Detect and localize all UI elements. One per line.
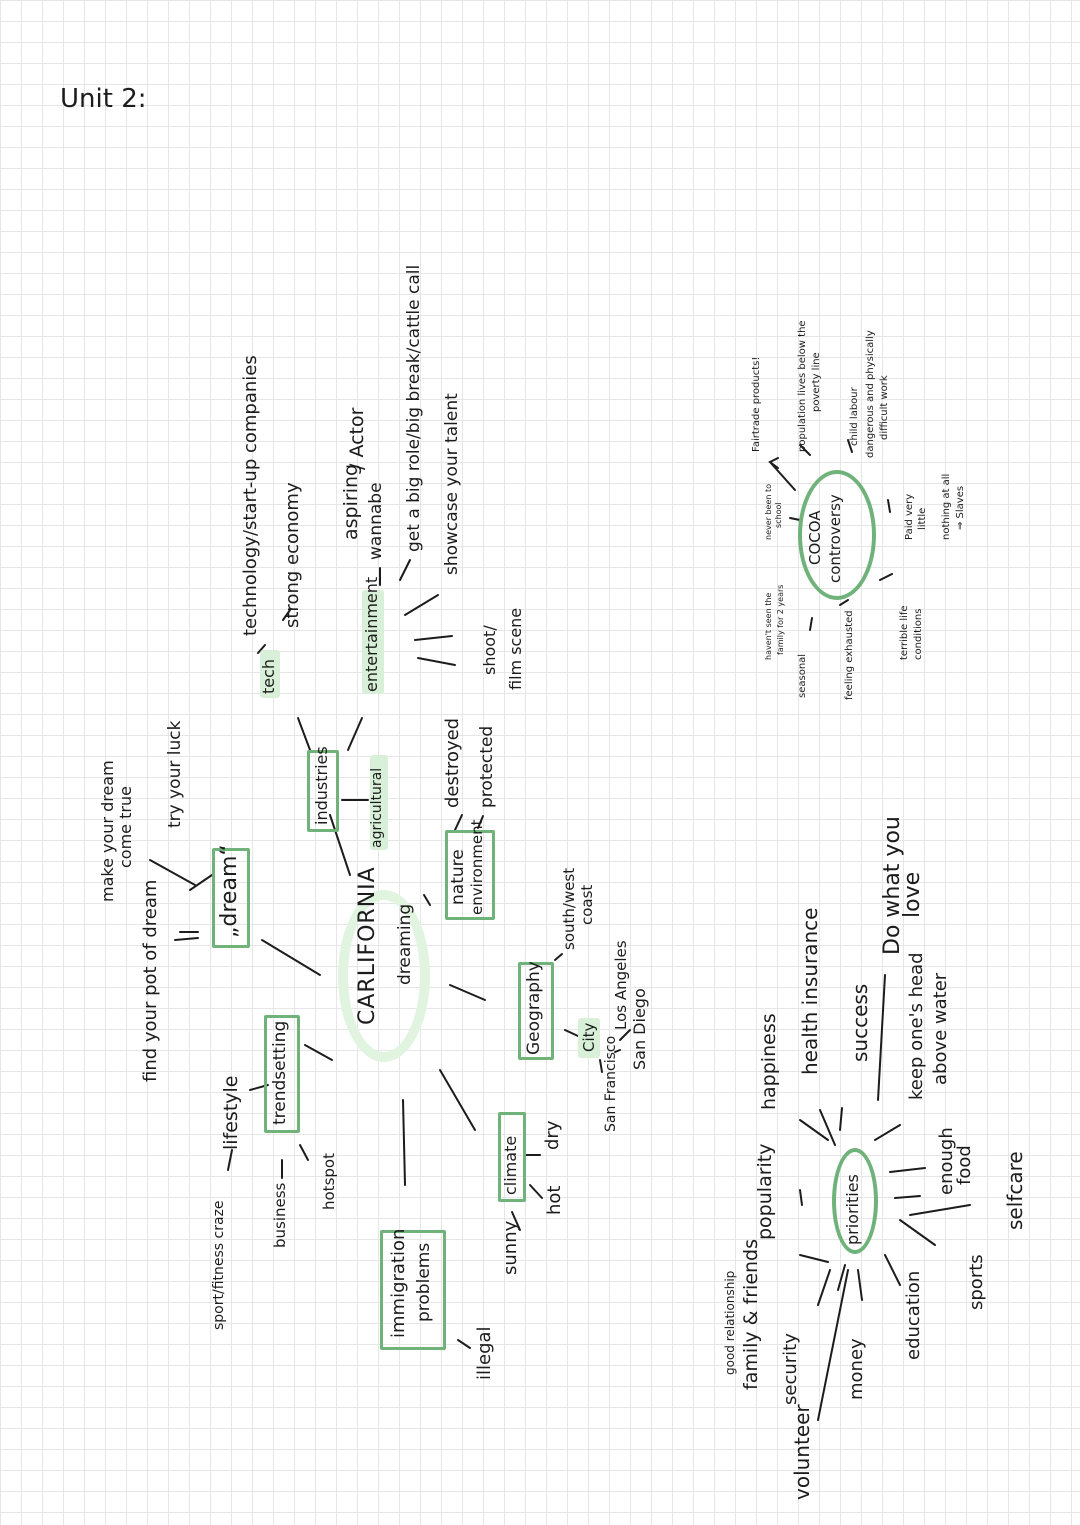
cocoa-item: poverty line [811, 352, 822, 412]
cocoa-item: population lives below the [797, 320, 808, 452]
dream-label: „dream“ [217, 844, 242, 938]
tech-label: tech [259, 658, 278, 694]
immigration-box [380, 1230, 446, 1350]
cocoa-item: dangerous and physically [865, 330, 876, 458]
priorities-item: good relationship [723, 1270, 737, 1375]
agricultural-label: agricultural [369, 767, 385, 848]
entertainment-item: showcase your talent [442, 393, 462, 575]
entertainment-item: wannabe [366, 482, 386, 560]
priorities-item: love [900, 871, 925, 918]
cocoa-item: Fairtrade products! [751, 356, 762, 452]
geography-coast: south/west [560, 867, 578, 950]
priorities-item: above water [930, 972, 951, 1085]
cocoa-item: conditions [913, 608, 924, 660]
city-label: City [580, 1022, 598, 1052]
cocoa-item: ⇒ Slaves [955, 485, 966, 530]
nature-label: environment [468, 819, 486, 915]
cocoa-item: family for 2 years [776, 584, 785, 655]
tech-item: strong economy [282, 482, 303, 628]
agricultural-highlight [370, 755, 388, 850]
tech-item: technology/start-up companies [240, 355, 261, 636]
priorities-item: health insurance [798, 907, 822, 1075]
entertainment-item: / Actor [346, 407, 368, 470]
cocoa-item: never been to [764, 483, 773, 540]
page-title: Unit 2: [60, 84, 147, 114]
nature-label: nature [448, 849, 468, 905]
entertainment-highlight [362, 590, 384, 694]
entertainment-item: film scene [506, 607, 525, 690]
cocoa-item: seasonal [797, 653, 808, 698]
immigration-label: immigration [388, 1228, 409, 1338]
geography-label: Geography [524, 961, 544, 1055]
cocoa-item: Paid very [904, 493, 915, 540]
cocoa-item: haven't seen the [764, 592, 773, 660]
cocoa-item: nothing at all [941, 473, 952, 540]
industries-box [307, 750, 339, 832]
priorities-item: education [903, 1270, 924, 1360]
geography-item: Los Angeles [612, 940, 630, 1030]
nature-item: protected [477, 725, 497, 808]
climate-box [498, 1112, 526, 1202]
immigration-item: illegal [474, 1326, 495, 1380]
geography-coast: coast [578, 884, 596, 925]
cocoa-center-oval [798, 470, 876, 600]
tech-highlight [260, 650, 280, 698]
city-highlight [578, 1018, 600, 1058]
entertainment-item: get a big role/big break/cattle call [404, 264, 424, 552]
cocoa-item: difficult work [879, 375, 890, 440]
trendsetting-box [264, 1015, 300, 1133]
cocoa-center: COCOA [806, 510, 824, 565]
priorities-item: family & friends [740, 1238, 762, 1390]
priorities-item: volunteer [790, 1404, 814, 1500]
climate-item: hot [544, 1185, 565, 1215]
priorities-item: food [954, 1145, 975, 1185]
dream-item: try your luck [165, 720, 185, 828]
dream-item: come true [116, 786, 135, 868]
california-center-oval [338, 890, 430, 1062]
nature-item: destroyed [442, 717, 463, 808]
lifestyle-label: lifestyle [220, 1075, 242, 1151]
cocoa-item: terrible life [899, 605, 910, 660]
california-title: CARLIFORNIA [355, 866, 380, 1025]
dream-item: find your pot of dream [140, 879, 161, 1082]
priorities-item: sports [966, 1254, 987, 1310]
priorities-center-oval [832, 1148, 878, 1254]
immigration-label: problems [414, 1242, 434, 1322]
priorities-item: security [780, 1333, 801, 1405]
trendsetting-item: hotspot [320, 1153, 338, 1210]
climate-item: dry [542, 1120, 563, 1150]
cocoa-center: controversy [826, 494, 844, 583]
trendsetting-label: trendsetting [270, 1020, 290, 1125]
entertainment-label: entertainment [362, 576, 381, 692]
priorities-item: money [846, 1338, 867, 1400]
cocoa-item: school [774, 502, 783, 528]
california-subtitle: dreaming [395, 903, 415, 985]
cocoa-item: little [917, 507, 928, 530]
climate-label: climate [501, 1135, 520, 1195]
climate-item: sunny [500, 1220, 521, 1275]
priorities-item: popularity [754, 1143, 776, 1241]
geography-item: San Francisco [603, 1035, 619, 1132]
dream-box [212, 848, 250, 948]
entertainment-item: aspiring [340, 463, 362, 540]
cocoa-item: feeling exhausted [844, 610, 855, 700]
entertainment-item: shoot/ [480, 625, 499, 675]
geography-box [518, 962, 554, 1060]
nature-box [445, 830, 495, 920]
priorities-item: happiness [758, 1013, 780, 1110]
priorities-center: priorities [843, 1174, 862, 1245]
trendsetting-item: sport/fitness craze [211, 1200, 227, 1330]
priorities-item: selfcare [1003, 1151, 1027, 1230]
cocoa-item: child labour [849, 387, 860, 446]
priorities-item: success [848, 983, 872, 1062]
priorities-item: keep one's head [906, 952, 927, 1100]
industries-label: industries [312, 746, 331, 825]
geography-item: San Diego [630, 988, 649, 1070]
dream-item: make your dream [98, 760, 117, 902]
trendsetting-item: business [271, 1182, 289, 1248]
